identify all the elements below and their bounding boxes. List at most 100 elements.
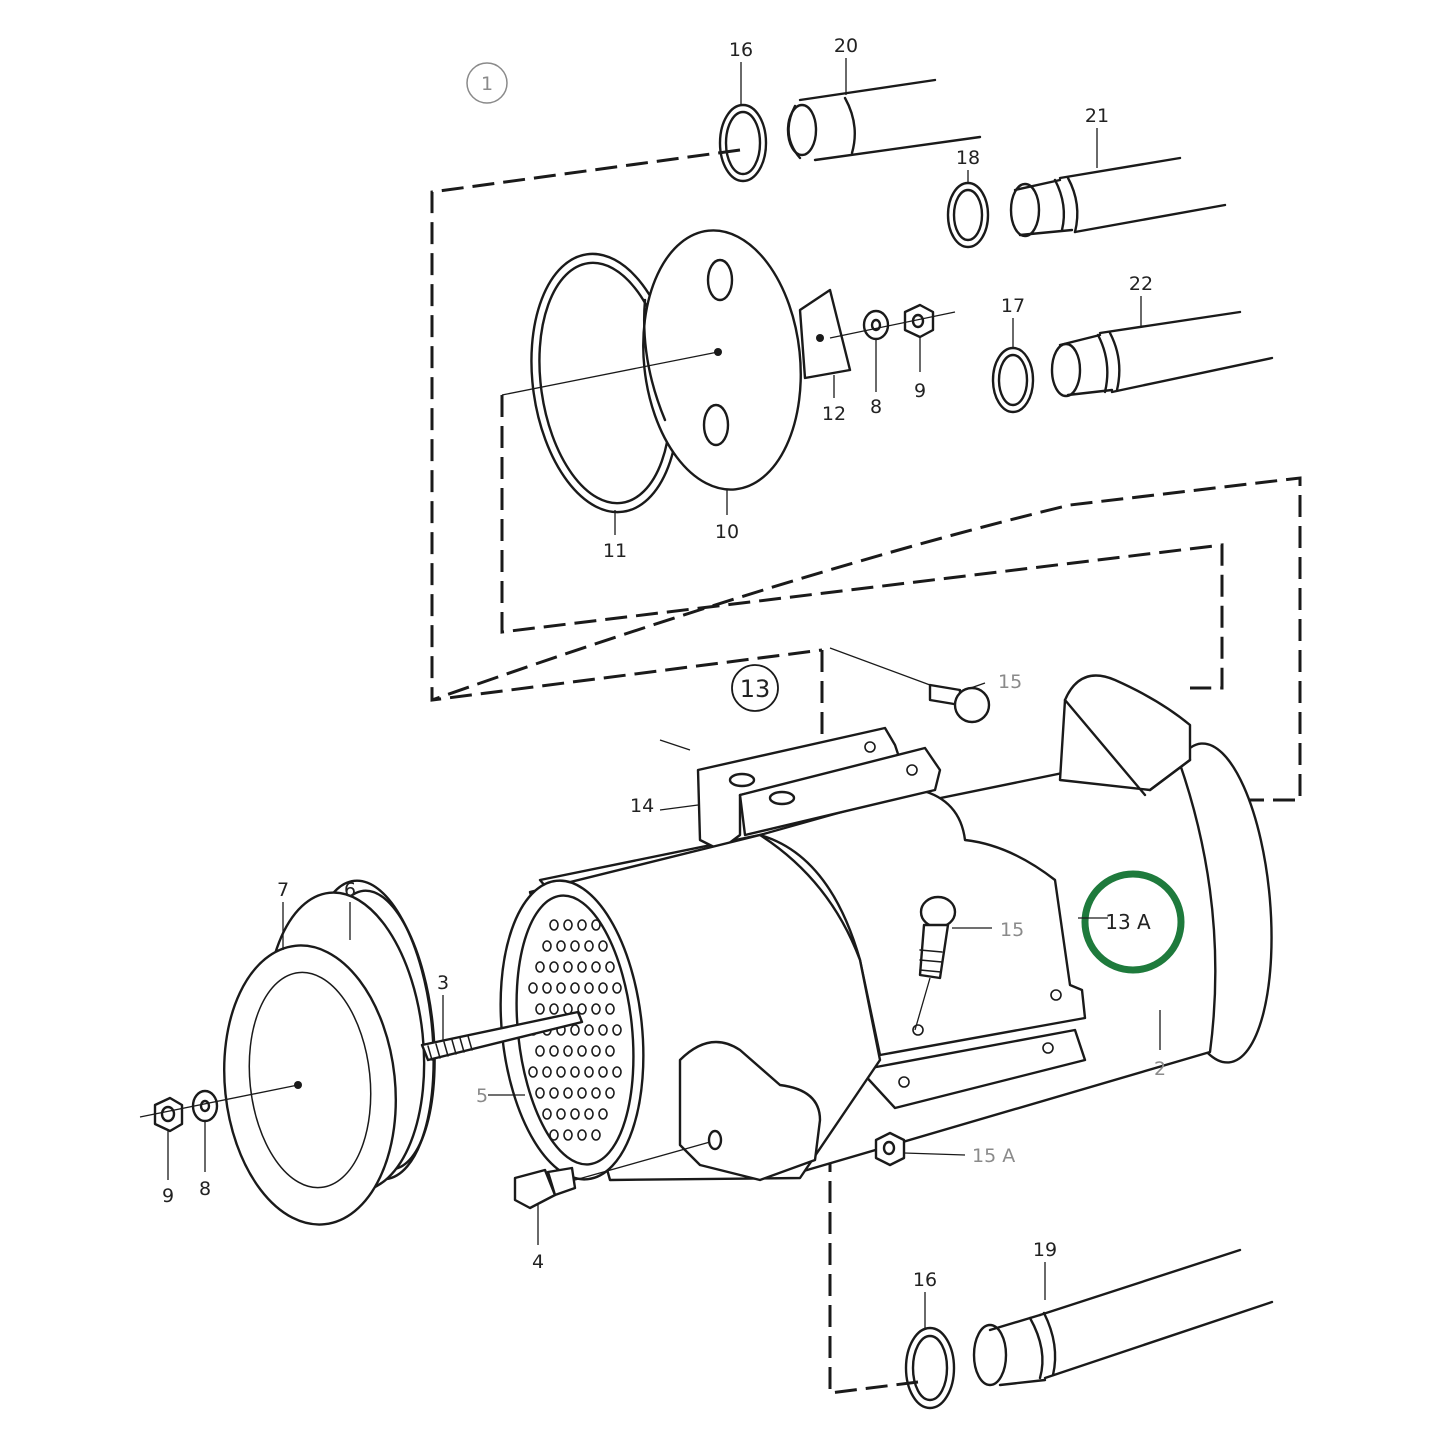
tube-hole (584, 1066, 594, 1078)
marker-1-text: 1 (481, 73, 493, 95)
label-7: 7 (277, 879, 289, 901)
tube-hole (549, 961, 559, 973)
end-cap-7[interactable] (211, 885, 438, 1233)
tube-hole (570, 982, 580, 994)
bracket-12 (798, 288, 852, 380)
tube-hole (577, 1003, 587, 1015)
tube-hole (535, 961, 545, 973)
tube-hole (563, 919, 573, 931)
tube-hole (542, 1066, 552, 1078)
tube-hole (605, 1087, 615, 1099)
tube-hole (556, 940, 566, 952)
tube-hole (542, 982, 552, 994)
label-22: 22 (1129, 273, 1153, 295)
tube-hole (591, 1087, 601, 1099)
tube-hole (598, 1108, 608, 1120)
label-8-top: 8 (870, 396, 882, 418)
tube-hole (577, 1087, 587, 1099)
tube-hole (612, 1066, 622, 1078)
label-18: 18 (956, 147, 980, 169)
label-13A: 13 A (1105, 910, 1151, 934)
tube-hole (549, 1045, 559, 1057)
cap-axis (139, 1084, 299, 1118)
tube-hole (584, 940, 594, 952)
tube-hole (577, 1045, 587, 1057)
tube-hole (598, 1024, 608, 1036)
tube-hole (528, 1066, 538, 1078)
tube-hole (563, 961, 573, 973)
tube-hole (563, 1129, 573, 1141)
tube-hole (556, 1108, 566, 1120)
label-19: 19 (1033, 1239, 1057, 1261)
tube-hole (577, 919, 587, 931)
label-9-top: 9 (914, 380, 926, 402)
tube-hole (542, 1108, 552, 1120)
label-12: 12 (822, 403, 846, 425)
tube-hole (556, 982, 566, 994)
nut-15A (874, 1131, 906, 1167)
label-11: 11 (603, 540, 627, 562)
label-15A: 15 A (972, 1145, 1015, 1167)
clamp-band (758, 788, 1087, 1057)
nut-9-front (153, 1096, 184, 1133)
tube-hole (591, 1003, 601, 1015)
tube-hole (605, 961, 615, 973)
tube-hole (570, 1024, 580, 1036)
tube-hole (584, 982, 594, 994)
ring-16-top[interactable] (718, 103, 768, 183)
tube-hole (535, 1087, 545, 1099)
pipe-21 (1009, 156, 1227, 238)
tube-hole (542, 940, 552, 952)
tube-hole (584, 1024, 594, 1036)
label-10: 10 (715, 521, 739, 543)
lower-assembly-outline (828, 1150, 919, 1395)
tube-hole (549, 1003, 559, 1015)
tube-hole (598, 940, 608, 952)
tube-hole (591, 961, 601, 973)
tube-hole (577, 1129, 587, 1141)
label-14: 14 (630, 795, 654, 817)
bolt-15-mid (914, 895, 957, 1031)
tube-hole (570, 1066, 580, 1078)
inner-assembly-outline (500, 395, 1224, 690)
circle-marker-13: 13 (731, 664, 779, 712)
tube-hole (570, 1108, 580, 1120)
ring-16-bottom[interactable] (904, 1326, 956, 1410)
tube-hole (605, 1045, 615, 1057)
ring-17[interactable] (991, 346, 1035, 414)
tube-hole (598, 1066, 608, 1078)
tube-hole (612, 1024, 622, 1036)
label-3: 3 (437, 972, 449, 994)
highlight-13A[interactable]: 13 A (1078, 870, 1185, 974)
label-6: 6 (344, 879, 356, 901)
label-21: 21 (1085, 105, 1109, 127)
pipe-19 (972, 1248, 1274, 1387)
tube-hole (591, 1129, 601, 1141)
label-16-top: 16 (729, 39, 753, 61)
marker-13-text: 13 (740, 675, 771, 703)
tube-hole (563, 1045, 573, 1057)
ring-18[interactable] (946, 181, 990, 249)
tube-hole (556, 1066, 566, 1078)
drain-plug-4[interactable] (513, 1141, 711, 1210)
tube-hole (549, 919, 559, 931)
tube-hole (612, 982, 622, 994)
tube-hole (598, 982, 608, 994)
tube-hole (570, 940, 580, 952)
stud-3 (420, 1010, 584, 1062)
circle-marker-1: 1 (466, 62, 508, 104)
label-15-top: 15 (998, 671, 1022, 693)
tube-holes (528, 919, 622, 1141)
tube-hole (577, 961, 587, 973)
washer-8-top (862, 309, 890, 341)
tube-hole (584, 1108, 594, 1120)
label-5: 5 (476, 1085, 488, 1107)
bracket-14 (696, 726, 942, 852)
label-17: 17 (1001, 295, 1025, 317)
tube-hole (591, 919, 601, 931)
end-cover-10[interactable] (631, 223, 813, 498)
bolt-15-top (829, 647, 991, 724)
label-4: 4 (532, 1251, 544, 1273)
